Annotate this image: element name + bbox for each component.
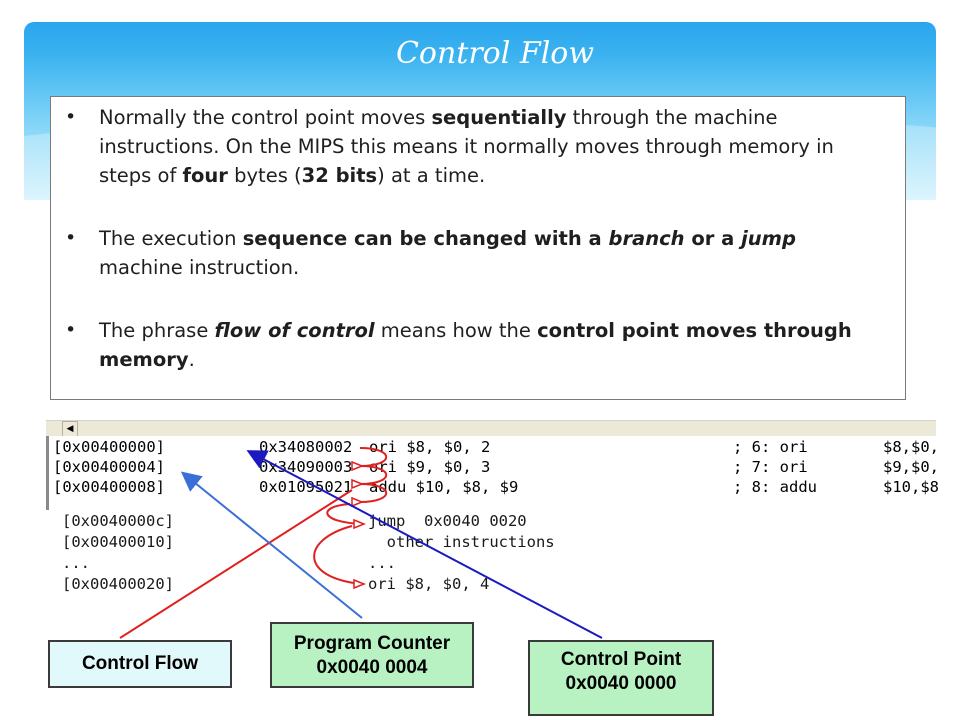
slide-title: Control Flow [395, 36, 595, 71]
program-counter-callout: Program Counter 0x0040 0004 [270, 622, 474, 688]
bullet-dot-icon: • [65, 106, 77, 128]
flow-arrowheads [351, 460, 367, 590]
listing-instruction: jump 0x0040 0020 [368, 512, 527, 530]
listing-instruction: other instructions [368, 533, 555, 551]
bullet-text-run: machine instruction. [99, 256, 300, 279]
bullet-text-run: The execution [99, 227, 243, 250]
bullet-text-run: bytes ( [227, 164, 302, 187]
code-source: $8,$0, [883, 438, 939, 456]
bullet-item: • The execution sequence can be changed w… [65, 224, 885, 282]
bullet-text-run: The phrase [99, 319, 215, 342]
bullet-text-run: means how the [374, 319, 538, 342]
bullet-text-run: Normally the control point moves [99, 106, 432, 129]
code-comment: ; 6: ori [733, 438, 808, 456]
code-source: $9,$0, [883, 458, 939, 476]
bullet-text-box: • Normally the control point moves sequen… [50, 96, 906, 400]
code-machine-word: 0x34080002 [259, 438, 353, 456]
listing-row: [0x00400020] ori $8, $0, 4 [62, 575, 662, 595]
callout-value: 0x0040 0000 [565, 673, 677, 694]
callout-label: Control Flow [81, 653, 199, 674]
listing-row: [0x00400010] other instructions [62, 533, 662, 553]
listing-address: [0x00400020] [62, 575, 174, 593]
code-row: [0x00400004] 0x34090003 ori $9, $0, 3 ; … [53, 458, 939, 478]
program-counter-pointer-line [180, 471, 363, 619]
flow-arc [359, 465, 388, 485]
listing-row: [0x0040000c] jump 0x0040 0020 [62, 512, 662, 532]
code-instruction: ori $8, $0, 2 [369, 438, 491, 456]
flow-arrowhead [351, 496, 365, 508]
flow-arcs [119, 447, 388, 639]
bullet-text-run: or a [684, 227, 742, 250]
listing-instruction: ... [368, 554, 396, 572]
bullet-text-run: sequence can be changed with a [242, 227, 609, 250]
code-machine-word: 0x01095021 [259, 478, 353, 496]
control-flow-callout: Control Flow [48, 640, 232, 688]
bullet-text-run: control point moves through memory [99, 319, 852, 371]
code-machine-word: 0x34090003 [259, 458, 353, 476]
callout-label: Program Counter [293, 633, 451, 654]
bullet-text-run: ) at a time. [377, 164, 486, 187]
code-comment: ; 7: ori [733, 458, 808, 476]
bullet-item: • Normally the control point moves sequen… [65, 103, 885, 190]
listing-address: [0x0040000c] [62, 512, 174, 530]
listing-address: [0x00400010] [62, 533, 174, 551]
flow-arrowhead [353, 578, 367, 590]
code-address: [0x00400000] [53, 438, 165, 456]
bullet-text-run: through the machine instructions. On the… [99, 106, 834, 187]
bullet-item: • The phrase flow of control means how th… [65, 316, 885, 374]
code-row: [0x00400000] 0x34080002 ori $8, $0, 2 ; … [53, 438, 939, 458]
bullet-list: • Normally the control point moves sequen… [65, 103, 885, 374]
code-instruction: addu $10, $8, $9 [369, 478, 519, 496]
bullet-text-run: branch [608, 227, 685, 250]
code-instruction: ori $9, $0, 3 [369, 458, 491, 476]
bullet-text-run: four [182, 164, 228, 187]
flow-arrowhead [351, 478, 365, 490]
callout-value: 0x0040 0004 [316, 657, 428, 678]
control-point-callout: Control Point 0x0040 0000 [528, 640, 714, 716]
flow-arrowhead [353, 518, 367, 530]
bullet-dot-icon: • [65, 227, 77, 249]
code-address: [0x00400004] [53, 458, 165, 476]
flow-arrowhead [351, 460, 365, 472]
bullet-dot-icon: • [65, 319, 77, 341]
control-flow-pointer-line [119, 489, 353, 639]
listing-row: ... ... [62, 554, 662, 574]
flow-arc [326, 503, 363, 525]
bullet-text-run: . [188, 348, 195, 371]
listing-address: ... [62, 554, 90, 572]
listing-instruction: ori $8, $0, 4 [368, 575, 490, 593]
bullet-text-run: 32 bits [301, 164, 378, 187]
code-row: [0x00400008] 0x01095021 addu $10, $8, $9… [53, 478, 939, 498]
bullet-text-run: sequentially [431, 106, 567, 129]
flow-arc [359, 447, 388, 467]
flow-arc [359, 483, 388, 503]
code-address: [0x00400008] [53, 478, 165, 496]
flow-arc [313, 525, 363, 585]
code-comment: ; 8: addu [733, 478, 817, 496]
bullet-text-run: jump [741, 227, 796, 250]
control-point-pointer-line [246, 450, 603, 639]
code-source: $10,$8 [883, 478, 939, 496]
callout-label: Control Point [560, 649, 682, 670]
bullet-text-run: flow of control [214, 319, 375, 342]
horizontal-scrollbar[interactable]: ◀ [46, 420, 936, 437]
